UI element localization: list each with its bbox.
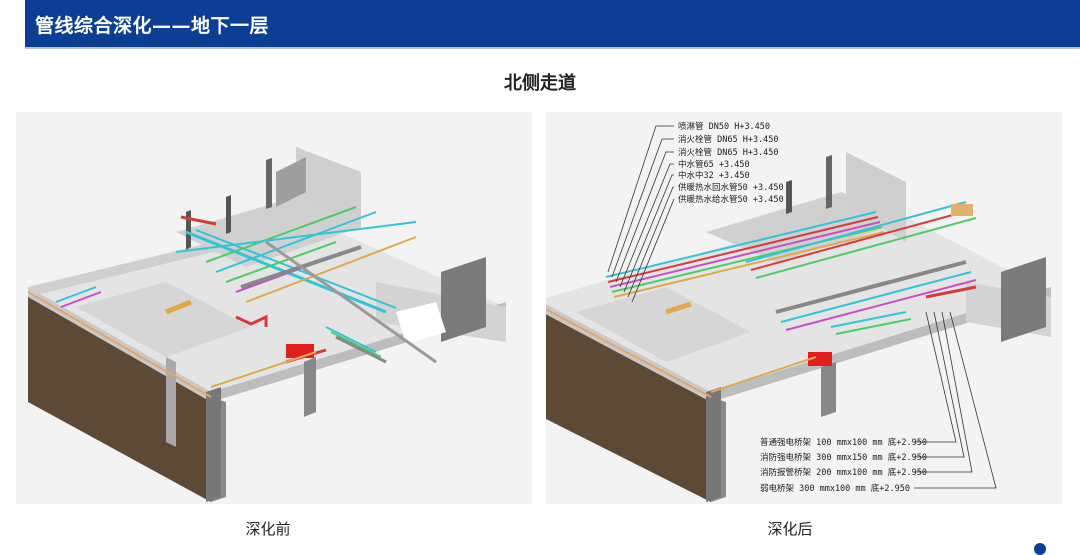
slide-marker-icon <box>1034 543 1046 555</box>
annotations-bottom: 普通强电桥架 100 mmx100 mm 底+2.950 消防强电桥架 300 … <box>760 437 927 494</box>
annotation-label: 中水管65 +3.450 <box>678 159 750 170</box>
model-after-image: 喷淋管 DN50 H+3.450 消火栓管 DN65 H+3.450 消火栓管 … <box>546 112 1062 504</box>
annotation-label: 供暖热水回水管50 +3.450 <box>678 182 784 193</box>
model-before-drawing <box>27 147 506 502</box>
annotation-label: 消火栓管 DN65 H+3.450 <box>678 134 779 145</box>
annotation-label: 普通强电桥架 100 mmx100 mm 底+2.950 <box>760 437 927 448</box>
annotation-label: 供暖热水给水管50 +3.450 <box>678 194 784 205</box>
page-title: 管线综合深化——地下一层 <box>35 15 270 37</box>
annotations-top: 喷淋管 DN50 H+3.450 消火栓管 DN65 H+3.450 消火栓管 … <box>678 121 784 205</box>
annotation-label: 消防强电桥架 300 mmx150 mm 底+2.950 <box>760 452 927 463</box>
annotation-label: 消火栓管 DN65 H+3.450 <box>678 147 779 158</box>
caption-before: 深化前 <box>245 520 291 538</box>
header-bar: 管线综合深化——地下一层 <box>25 0 1080 49</box>
annotation-label: 消防报警桥架 200 mmx100 mm 底+2.950 <box>760 467 927 478</box>
annotation-label: 弱电桥架 300 mmx100 mm 底+2.950 <box>760 483 910 494</box>
annotation-label: 喷淋管 DN50 H+3.450 <box>678 121 770 132</box>
model-before-image <box>16 112 532 504</box>
section-subtitle: 北侧走道 <box>504 73 576 94</box>
model-after-drawing: 喷淋管 DN50 H+3.450 消火栓管 DN65 H+3.450 消火栓管 … <box>546 121 1051 502</box>
caption-after: 深化后 <box>767 520 813 538</box>
annotation-label: 中水中32 +3.450 <box>678 170 750 181</box>
